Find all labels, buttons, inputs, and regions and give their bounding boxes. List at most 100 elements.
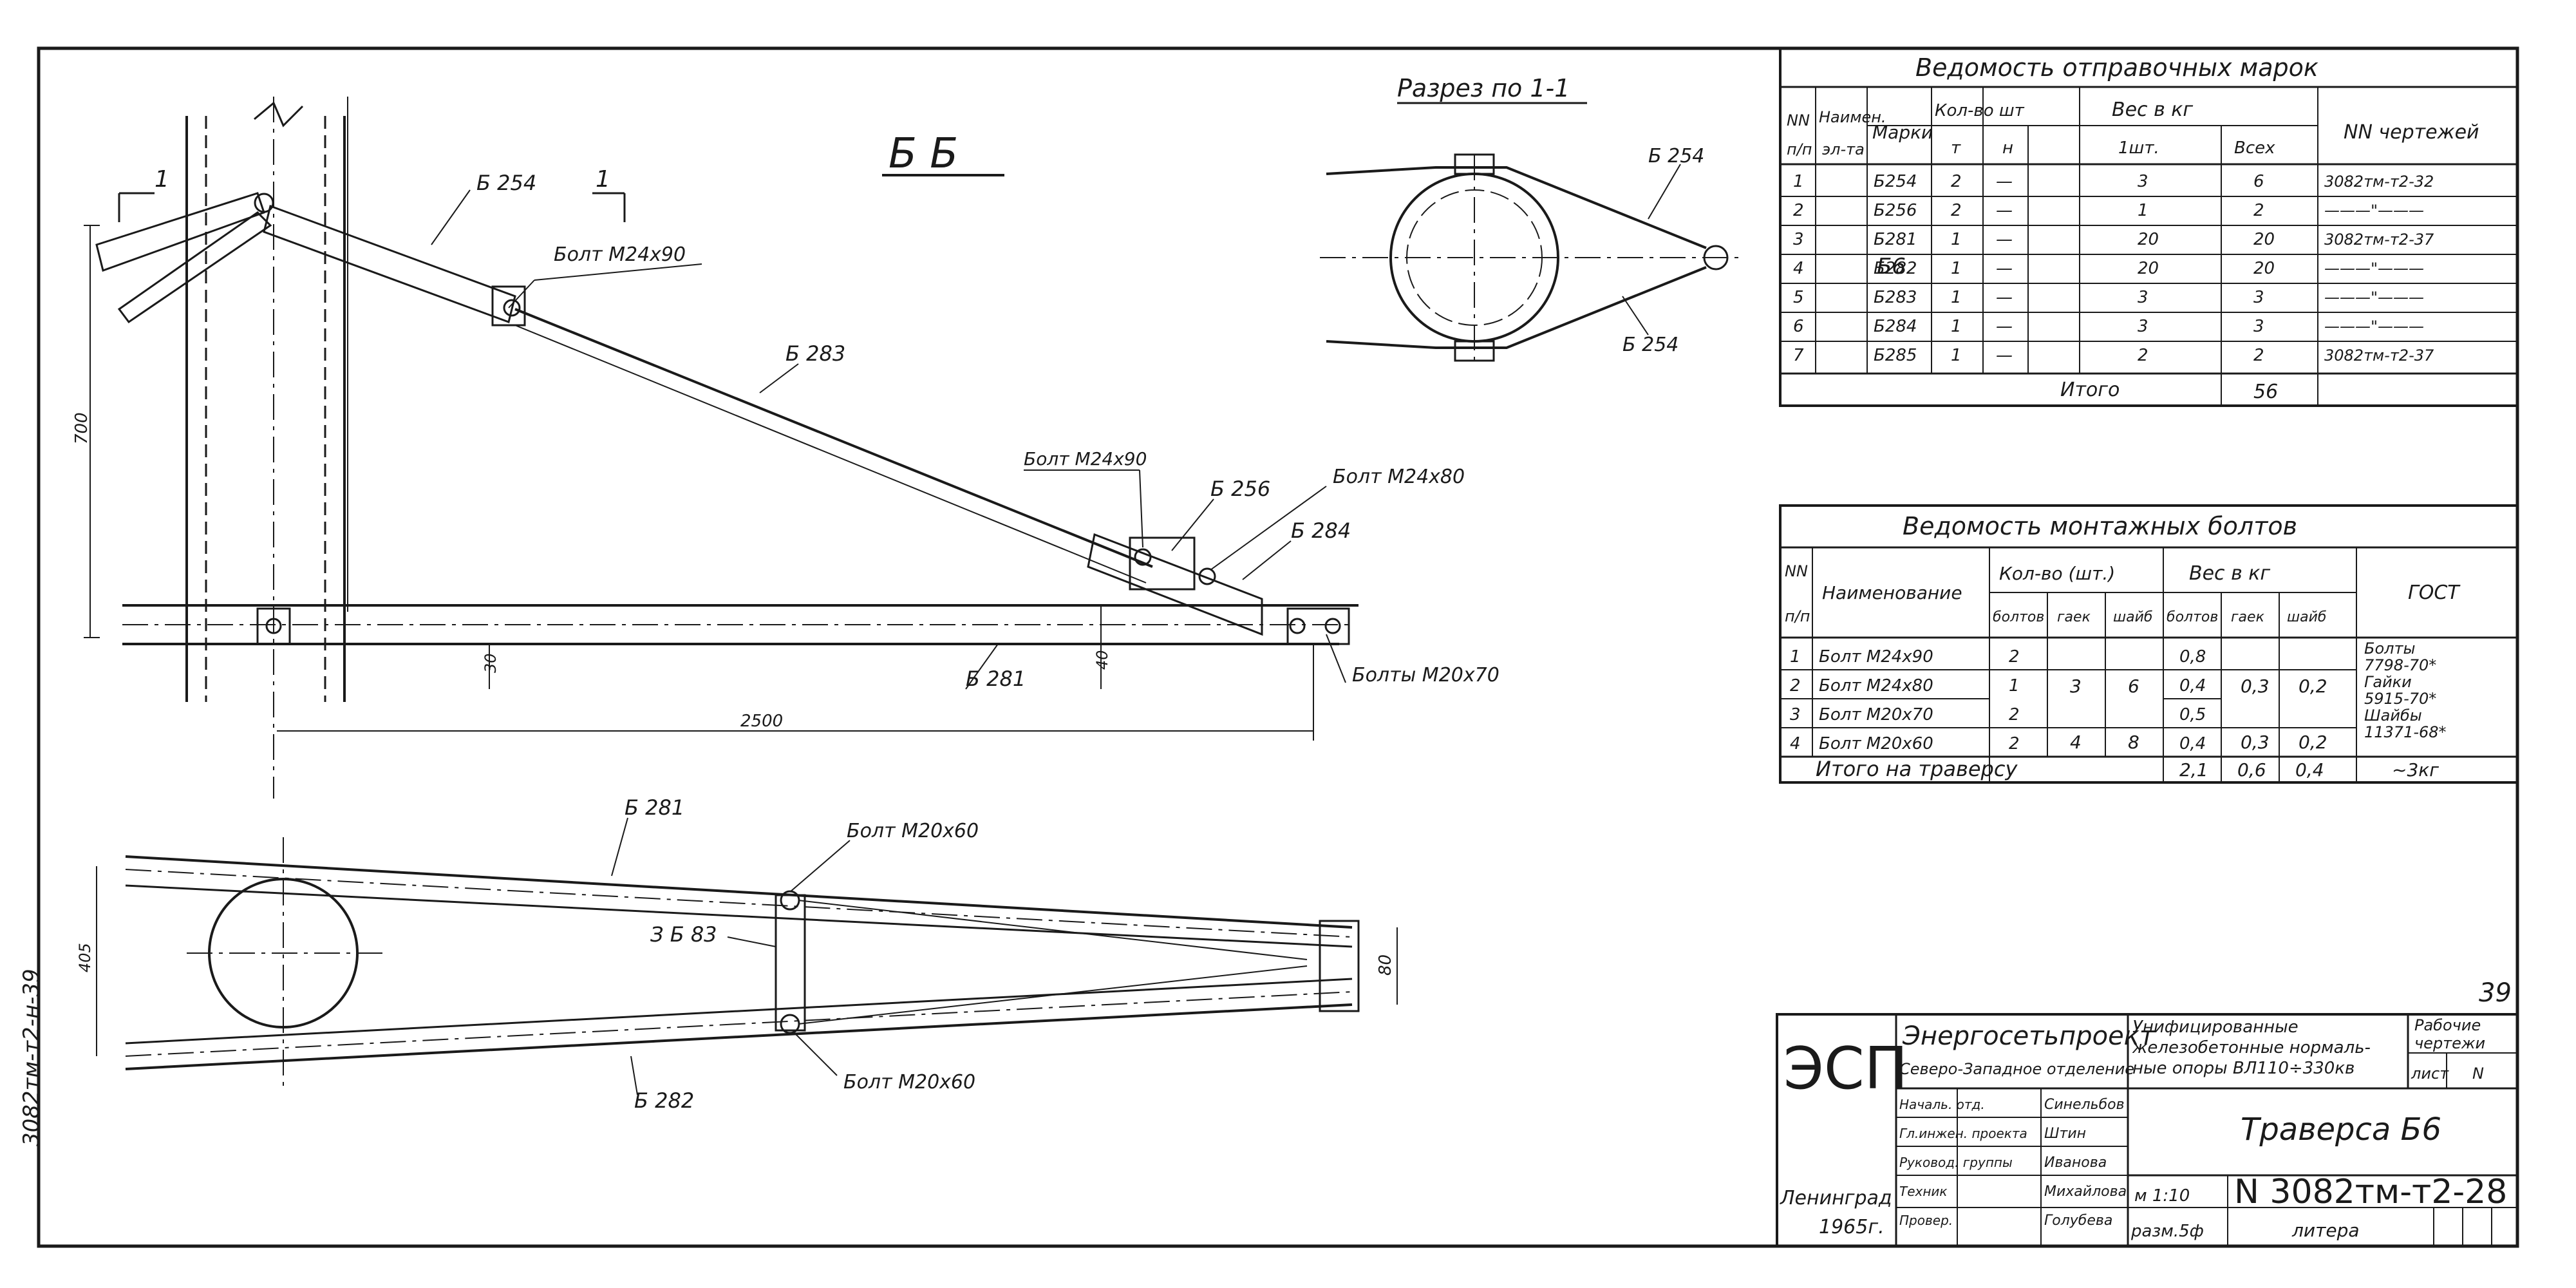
marks-row-qty-n: — (1996, 172, 2013, 191)
bolts-table: Ведомость монтажных болтов NN п/п Наимен… (1785, 512, 2461, 781)
bh-num: NN (1785, 562, 1808, 580)
bolts-group2-s: 8 (2128, 732, 2139, 753)
marks-row-num: 7 (1793, 346, 1804, 365)
label-bolt-m20x60-bottom: Болт М20х60 (843, 1071, 975, 1094)
marks-row-drawing: 3082тм-т2-37 (2324, 346, 2434, 365)
marks-row-qty-t: 1 (1951, 259, 1962, 278)
bolts-row-qty: 2 (2009, 647, 2020, 667)
bh-gost: ГОСТ (2408, 582, 2461, 604)
role-name: Штин (2044, 1126, 2086, 1142)
marks-row-qty-t: 2 (1951, 172, 1962, 191)
elevation-view (84, 97, 1359, 799)
logo: ЭСП (1783, 1035, 1908, 1103)
bh-q-g: гаек (2057, 609, 2091, 625)
stage-line: Рабочие (2414, 1016, 2481, 1034)
bh-weight: Вес в кг (2189, 562, 2270, 585)
marks-row-drawing: ———"——— (2324, 317, 2424, 336)
bolts-row-num: 4 (1790, 734, 1801, 753)
marks-row-w-all: 6 (2253, 172, 2264, 191)
drawing-labels: Б Б Разрез по 1-1 1 1 Б 254 Болт М24х90 … (19, 74, 1704, 1146)
mh-name: Наимен. (1819, 108, 1886, 126)
stage-line: чертежи (2414, 1034, 2485, 1052)
bh-w-s: шайб (2287, 609, 2326, 625)
bh-name: Наименование (1822, 582, 1962, 603)
marks-row-num: 3 (1793, 230, 1804, 249)
mh-drawings: NN чертежей (2344, 121, 2479, 144)
marks-row-w-one: 1 (2138, 201, 2148, 220)
bolts-row-num: 3 (1790, 705, 1801, 724)
label-b284: Б 284 (1291, 518, 1351, 543)
role-title: Техник (1899, 1184, 1948, 1199)
marks-row-w-all: 3 (2253, 288, 2264, 307)
marks-row-w-one: 20 (2138, 230, 2159, 249)
mh-w-one: 1шт. (2118, 138, 2159, 158)
section-view (1320, 102, 1738, 362)
section-mark-left: 1 (155, 166, 169, 193)
mh-w-all: Всех (2234, 138, 2275, 158)
marks-element: Б6 (1877, 254, 1906, 279)
role-title: Гл.инжен. проекта (1899, 1126, 2027, 1141)
marks-row-w-all: 20 (2253, 230, 2275, 249)
role-name: Михайлова (2044, 1184, 2127, 1200)
label-b283-plan: З Б 83 (650, 922, 717, 947)
mh-mark: Марки (1872, 122, 1933, 143)
bolts-total-ws: 0,4 (2295, 759, 2324, 781)
marks-row-mark: Б282 (1874, 259, 1917, 278)
marks-row-qty-n: — (1996, 317, 2013, 336)
marks-row-qty-n: — (1996, 346, 2013, 365)
mh-qty-t: т (1951, 138, 1961, 158)
bolts-group1-wg: 0,3 (2241, 676, 2270, 697)
bh-w-b: болтов (2167, 609, 2218, 625)
bh-q-b: болтов (1993, 609, 2044, 625)
org-branch: Северо-Западное отделение (1899, 1060, 2134, 1078)
bolts-total-wb: 2,1 (2179, 759, 2208, 781)
role-title: Началь. отд. (1899, 1097, 1985, 1112)
project-line: Унифицированные (2132, 1018, 2299, 1037)
label-bolt-m24x80: Болт М24х80 (1333, 466, 1465, 488)
section-mark-right: 1 (596, 166, 610, 193)
marks-row-qty-n: — (1996, 201, 2013, 220)
marks-row-num: 5 (1793, 288, 1804, 307)
bolts-group2-g: 4 (2070, 732, 2082, 753)
bolts-group2-wg: 0,3 (2241, 732, 2270, 753)
city: Ленинград (1780, 1187, 1892, 1209)
role-name: Иванова (2044, 1155, 2107, 1171)
label-bolt-m20x60-top: Болт М20х60 (847, 820, 979, 842)
marks-row-drawing: 3082тм-т2-37 (2324, 231, 2434, 249)
marks-row-w-one: 3 (2138, 172, 2148, 191)
label-bolts-m20x70: Болты М20х70 (1352, 664, 1500, 687)
marks-row-mark: Б256 (1874, 201, 1917, 220)
marks-row-mark: Б254 (1874, 172, 1917, 191)
marks-row-w-one: 20 (2138, 259, 2159, 278)
bolts-total-gost: ~3кг (2392, 759, 2439, 781)
marks-table-grid (1779, 47, 2519, 407)
marks-row-w-all: 3 (2253, 317, 2264, 336)
side-code: 3082тм-т2-н-39 (19, 969, 44, 1146)
marks-row-mark: Б284 (1874, 317, 1917, 336)
marks-row-mark: Б281 (1874, 230, 1917, 249)
bolts-group1-ws: 0,2 (2299, 676, 2327, 697)
label-b281-elev: Б 281 (966, 667, 1026, 691)
bolts-table-grid (1779, 504, 2519, 784)
label-bolt-m24x90-mid: Болт М24х90 (1024, 448, 1147, 469)
bolts-row-name: Болт М24х90 (1819, 647, 1933, 667)
marks-row-qty-t: 1 (1951, 230, 1962, 249)
gost-line: Болты (2364, 639, 2415, 658)
year: 1965г. (1819, 1216, 1885, 1238)
marks-row-qty-t: 1 (1951, 317, 1962, 336)
marks-row-w-all: 20 (2253, 259, 2275, 278)
bolts-total-label: Итого на траверсу (1816, 757, 2018, 781)
view-label: Б Б (888, 130, 958, 178)
marks-row-drawing: ———"——— (2324, 202, 2424, 220)
mh-qty-n: н (2002, 138, 2013, 158)
marks-table: Ведомость отправочных марок NN п/п Наиме… (1787, 53, 2479, 403)
marks-row-w-one: 3 (2138, 288, 2148, 307)
bolts-group2-ws: 0,2 (2299, 732, 2327, 753)
mh-name2: эл-та (1822, 140, 1865, 158)
bh-w-g: гаек (2231, 609, 2265, 625)
project-line: железобетонные нормаль- (2132, 1038, 2371, 1057)
project-line: ные опоры ВЛ110÷330кв (2132, 1059, 2355, 1078)
sheet-value: N (2472, 1065, 2484, 1083)
